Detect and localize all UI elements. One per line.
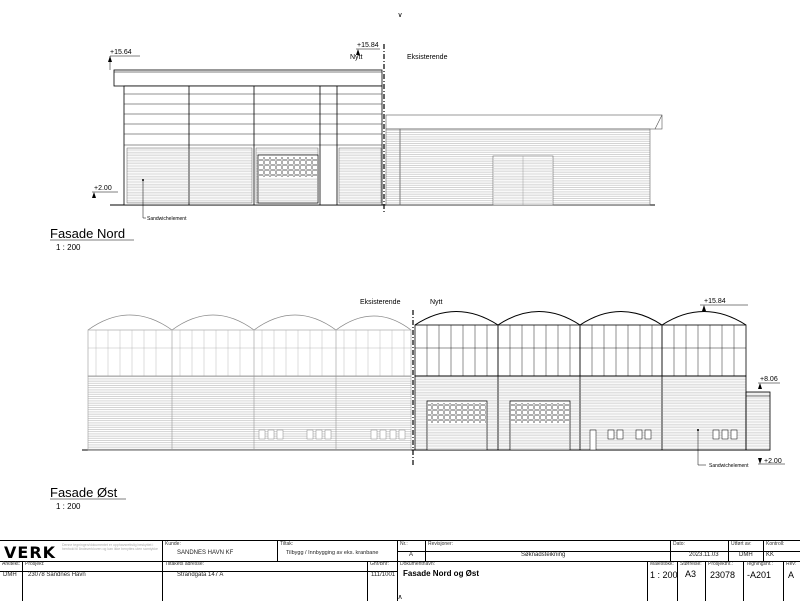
tegningsnr-value: -A201	[747, 570, 772, 580]
east-title: Fasade Øst	[50, 485, 118, 500]
dato-label: Dato:	[673, 541, 685, 547]
title-block: VERK Denne tegningen/dokumentet er oppha…	[0, 540, 800, 601]
kunde-label: Kunde:	[165, 541, 181, 547]
malestokk-label: Målestokk:	[650, 561, 674, 567]
storrelse-value: A3	[685, 569, 697, 579]
nr-cell: Nr.: A	[397, 541, 425, 561]
disclaimer-text: Denne tegningen/dokumentet er opphavsret…	[62, 543, 158, 551]
tegningsnr-cell: Tegningsnr.: -A201	[743, 561, 783, 601]
adresse-cell: Tiltakets adresse: Strandgata 147 A	[162, 561, 367, 601]
dato-cell: Dato: 2023.11.03	[670, 541, 728, 561]
kontroll-label: Kontroll:	[766, 541, 785, 547]
title-block-divider	[0, 561, 800, 562]
north-elev-top: +15.84	[357, 42, 379, 49]
rev-label: Rev:	[786, 561, 797, 567]
kunde-value: SANDNES HAVN KF	[177, 550, 234, 556]
title-block-divider	[0, 571, 397, 572]
utfort-cell: Utført av: DMH	[728, 541, 763, 561]
tiltak-label: Tiltak:	[280, 541, 294, 547]
dokument-cell: Dokumentnavn: Fasade Nord og Øst	[397, 561, 647, 601]
north-label-new: Nytt	[350, 54, 363, 61]
north-scale: 1 : 200	[56, 243, 81, 252]
north-label-existing: Eksisterende	[407, 54, 448, 61]
company-logo: VERK	[4, 543, 57, 561]
prosjekt-value: 23078 Sandnes Havn	[28, 572, 86, 578]
east-label-new: Nytt	[430, 299, 443, 306]
dokument-label: Dokumentnavn:	[400, 561, 436, 567]
revisjon-value: Søknadsteikning	[521, 552, 566, 558]
north-elev-base: +2.00	[94, 185, 112, 192]
adresse-label: Tiltakets adresse:	[165, 561, 204, 567]
rev-value: A	[788, 570, 795, 580]
prosjektnr-value: 23078	[710, 570, 736, 580]
arkitekt-value: DMH	[3, 572, 17, 578]
nr-label: Nr.:	[400, 541, 408, 547]
kontroll-value: KK	[766, 552, 775, 558]
disclaimer-cell: Denne tegningen/dokumentet er opphavsret…	[60, 541, 162, 561]
east-note-sandwich: Sandwichelement	[709, 463, 749, 469]
kunde-cell: Kunde: SANDNES HAVN KF	[162, 541, 277, 561]
bottom-marker-icon: ∧	[397, 594, 402, 600]
dokument-value: Fasade Nord og Øst	[403, 569, 480, 578]
storrelse-label: Størrelse:	[680, 561, 702, 567]
kontroll-cell: Kontroll: KK	[763, 541, 800, 561]
east-elev-mid: +8.06	[760, 376, 778, 383]
arkitekt-cell: Arkitekt: DMH	[0, 561, 22, 601]
rev-cell: Rev: A	[783, 561, 800, 601]
storrelse-cell: Størrelse: A3	[677, 561, 705, 601]
malestokk-cell: Målestokk: 1 : 200	[647, 561, 677, 601]
north-elev-roof: +15.64	[110, 49, 132, 56]
dato-value: 2023.11.03	[689, 552, 719, 558]
east-elev-base: +2.00	[764, 458, 782, 465]
east-facade	[82, 304, 785, 466]
title-block-divider	[397, 551, 800, 552]
malestokk-value: 1 : 200	[650, 570, 677, 580]
prosjektnr-cell: Prosjektnr.: 23078	[705, 561, 743, 601]
east-label-existing: Eksisterende	[360, 299, 401, 306]
revisjoner-label: Revisjoner:	[428, 541, 454, 547]
east-elev-top: +15.84	[704, 298, 726, 305]
nr-value: A	[409, 552, 414, 558]
utfort-value: DMH	[739, 552, 753, 558]
gnr-cell: Gnr/Bnr: 111/1001	[367, 561, 397, 601]
prosjekt-cell: Prosjekt: 23078 Sandnes Havn	[22, 561, 162, 601]
east-scale: 1 : 200	[56, 502, 81, 511]
tiltak-value: Tilbygg / Innbygging av eks. kranbane	[286, 550, 379, 556]
prosjekt-label: Prosjekt:	[25, 561, 45, 567]
tiltak-cell: Tiltak: Tilbygg / Innbygging av eks. kra…	[277, 541, 397, 561]
top-marker-icon: ∨	[397, 12, 402, 19]
tegningsnr-label: Tegningsnr.:	[746, 561, 773, 567]
prosjektnr-label: Prosjektnr.:	[708, 561, 734, 567]
adresse-value: Strandgata 147 A	[177, 572, 224, 578]
north-title: Fasade Nord	[50, 226, 125, 241]
arkitekt-label: Arkitekt:	[2, 561, 21, 567]
revisjon-cell: Revisjoner: Søknadsteikning	[425, 541, 670, 561]
gnr-label: Gnr/Bnr:	[370, 561, 389, 567]
gnr-value: 111/1001	[371, 572, 396, 578]
north-note-sandwich: Sandwichelement	[147, 216, 187, 222]
north-facade	[92, 44, 663, 219]
utfort-label: Utført av:	[731, 541, 752, 547]
logo-cell: VERK	[0, 541, 60, 561]
